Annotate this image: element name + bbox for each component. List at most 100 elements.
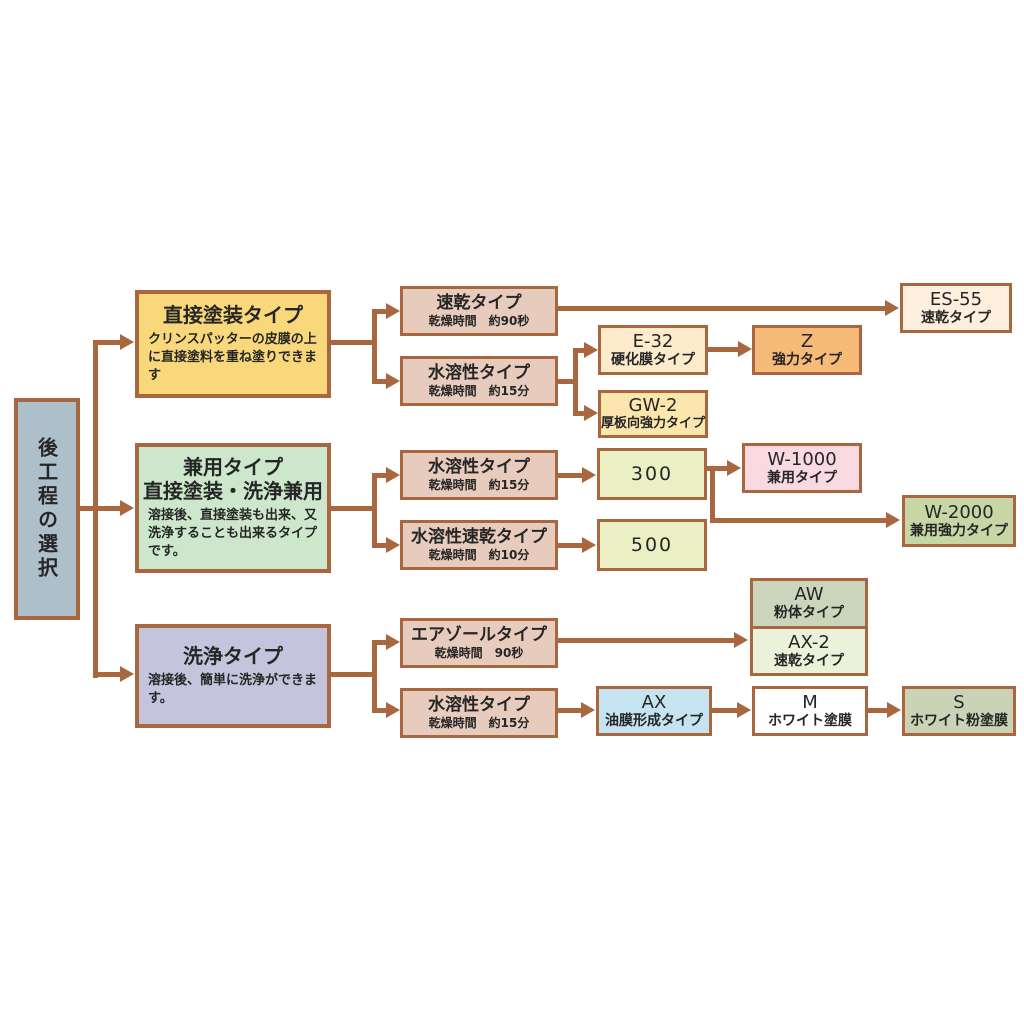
category-description: 溶接後、簡単に洗浄ができます。 xyxy=(148,672,318,706)
connector-arrow-icon xyxy=(120,500,134,516)
node-product-es55: ES-55 速乾タイプ xyxy=(900,283,1012,333)
connector-arrow-icon xyxy=(582,467,596,483)
process-title: 水溶性速乾タイプ xyxy=(411,526,547,547)
product-type: 厚板向強力タイプ xyxy=(601,416,706,432)
node-process-water-soluble-1: 水溶性タイプ 乾燥時間 約15分 xyxy=(400,356,558,406)
node-product-m: M ホワイト塗膜 xyxy=(752,686,868,736)
connector-line xyxy=(331,672,377,677)
process-drytime: 乾燥時間 90秒 xyxy=(434,646,524,661)
node-process-water-soluble-3: 水溶性タイプ 乾燥時間 約15分 xyxy=(400,688,558,738)
connector-line xyxy=(558,638,736,643)
process-title: エアゾールタイプ xyxy=(411,624,547,645)
connector-line xyxy=(80,506,98,511)
connector-line xyxy=(558,473,584,478)
connector-arrow-icon xyxy=(737,702,751,718)
process-title: 水溶性タイプ xyxy=(428,362,530,383)
product-name: AX xyxy=(641,691,667,713)
connector-arrow-icon xyxy=(734,632,748,648)
connector-arrow-icon xyxy=(887,702,901,718)
node-category-direct-paint: 直接塗装タイプ クリンスパッターの皮膜の上に直接塗料を重ね塗りできます xyxy=(135,290,331,398)
connector-arrow-icon xyxy=(120,666,134,682)
category-subtitle: 直接塗装・洗浄兼用 xyxy=(143,478,323,503)
connector-line xyxy=(372,309,377,384)
connector-arrow-icon xyxy=(386,537,400,553)
product-type: 硬化膜タイプ xyxy=(611,351,695,368)
connector-line xyxy=(558,708,584,713)
connector-arrow-icon xyxy=(581,702,595,718)
process-drytime: 乾燥時間 約15分 xyxy=(428,384,530,399)
product-name: E-32 xyxy=(632,330,674,352)
node-process-aerosol: エアゾールタイプ 乾燥時間 90秒 xyxy=(400,618,558,668)
connector-line xyxy=(93,672,121,677)
process-drytime: 乾燥時間 約15分 xyxy=(428,478,530,493)
connector-arrow-icon xyxy=(386,467,400,483)
connector-line xyxy=(372,473,377,548)
node-product-w1000: W-1000 兼用タイプ xyxy=(742,443,862,493)
product-type: 油膜形成タイプ xyxy=(605,712,703,729)
connector-line xyxy=(868,708,890,713)
connector-line xyxy=(372,309,388,314)
connector-arrow-icon xyxy=(582,537,596,553)
product-type: 粉体タイプ xyxy=(774,605,844,621)
node-product-ax: AX 油膜形成タイプ xyxy=(596,686,712,736)
product-name: AW xyxy=(794,584,824,606)
connector-line xyxy=(708,347,740,352)
process-title: 速乾タイプ xyxy=(436,292,522,313)
node-product-aw: AW 粉体タイプ xyxy=(750,578,868,629)
connector-arrow-icon xyxy=(886,512,900,528)
process-title: 水溶性タイプ xyxy=(428,694,530,715)
connector-line xyxy=(558,379,578,384)
node-category-dual-use: 兼用タイプ 直接塗装・洗浄兼用 溶接後、直接塗装も出来、又洗浄することも出来るタ… xyxy=(135,443,331,573)
product-name: 500 xyxy=(630,534,674,556)
connector-arrow-icon xyxy=(386,702,400,718)
node-process-quickdry: 速乾タイプ 乾燥時間 約90秒 xyxy=(400,286,558,336)
connector-line xyxy=(331,340,377,345)
connector-arrow-icon xyxy=(120,334,134,350)
connector-arrow-icon xyxy=(386,303,400,319)
product-name: M xyxy=(802,691,818,713)
root-label: 後工程の選択 xyxy=(34,437,59,581)
product-type: 速乾タイプ xyxy=(921,309,991,326)
node-root-process-selection: 後工程の選択 xyxy=(14,398,80,620)
connector-line xyxy=(558,306,888,311)
node-product-ax2: AX-2 速乾タイプ xyxy=(750,626,868,676)
category-title: 洗浄タイプ xyxy=(183,643,283,668)
node-product-s: S ホワイト粉塗膜 xyxy=(902,686,1016,736)
product-name: Z xyxy=(800,330,814,352)
connector-arrow-icon xyxy=(584,342,598,358)
product-name: 300 xyxy=(630,463,674,485)
product-name: W-1000 xyxy=(767,448,837,470)
connector-line xyxy=(372,473,388,478)
product-type: ホワイト粉塗膜 xyxy=(910,712,1008,729)
connector-arrow-icon xyxy=(386,373,400,389)
category-title: 直接塗装タイプ xyxy=(163,302,303,327)
connector-line xyxy=(707,466,729,471)
connector-line xyxy=(372,708,388,713)
connector-line xyxy=(372,640,388,645)
connector-line xyxy=(93,506,121,511)
node-product-gw2: GW-2 厚板向強力タイプ xyxy=(598,390,708,438)
product-type: 兼用タイプ xyxy=(767,469,837,486)
connector-line xyxy=(558,543,584,548)
product-name: ES-55 xyxy=(929,288,983,310)
process-drytime: 乾燥時間 約15分 xyxy=(428,716,530,731)
connector-arrow-icon xyxy=(584,405,598,421)
node-process-water-soluble-2: 水溶性タイプ 乾燥時間 約15分 xyxy=(400,450,558,500)
node-product-300: 300 xyxy=(597,448,707,500)
process-drytime: 乾燥時間 約90秒 xyxy=(428,314,530,329)
category-title: 兼用タイプ xyxy=(183,454,283,479)
connector-arrow-icon xyxy=(738,341,752,357)
connector-line xyxy=(710,466,715,521)
process-title: 水溶性タイプ xyxy=(428,456,530,477)
product-name: GW-2 xyxy=(628,395,678,417)
connector-arrow-icon xyxy=(885,300,899,316)
product-type: 強力タイプ xyxy=(772,351,842,368)
node-product-e32: E-32 硬化膜タイプ xyxy=(598,325,708,375)
connector-line xyxy=(712,708,738,713)
category-description: クリンスパッターの皮膜の上に直接塗料を重ね塗りできます xyxy=(148,331,318,384)
node-product-z: Z 強力タイプ xyxy=(752,325,862,375)
product-type: ホワイト塗膜 xyxy=(768,712,852,729)
category-description: 溶接後、直接塗装も出来、又洗浄することも出来るタイプです。 xyxy=(148,507,318,560)
product-name: W-2000 xyxy=(924,501,994,523)
